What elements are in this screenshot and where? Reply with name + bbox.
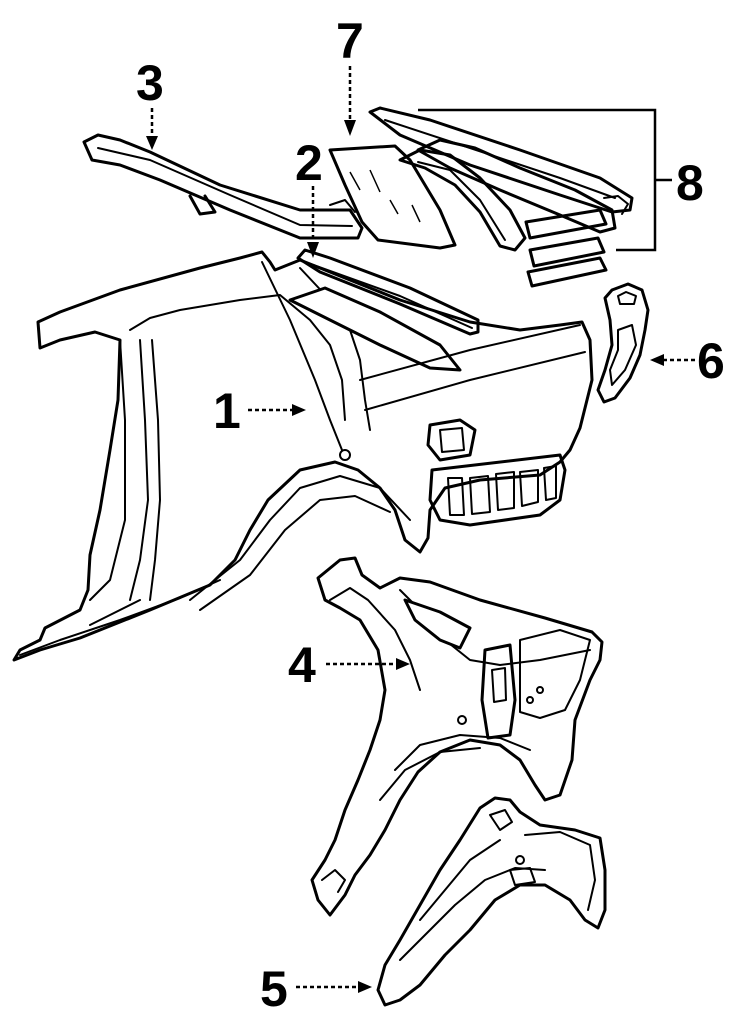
- callout-leaders: [146, 66, 695, 993]
- part-3-roof-rail: [82, 133, 364, 240]
- callout-labels: 3 7 2 8 1 6 4 5: [136, 13, 725, 1017]
- callout-5: 5: [260, 961, 288, 1017]
- part-1-quarter-panel: [12, 250, 594, 662]
- part-8-window-moldings: [368, 106, 634, 288]
- callout-4: 4: [288, 637, 316, 693]
- callout-3: 3: [136, 55, 164, 111]
- callout-6: 6: [697, 333, 725, 389]
- part-7-quarter-glass: [328, 144, 457, 250]
- part-6-fuel-housing: [596, 282, 650, 404]
- callout-7: 7: [336, 13, 364, 69]
- part-5-wheelhouse: [376, 796, 607, 1007]
- callout-2: 2: [295, 135, 323, 191]
- callout-1: 1: [213, 383, 241, 439]
- part-4-inner-panel: [310, 556, 604, 917]
- callout-8: 8: [676, 155, 704, 211]
